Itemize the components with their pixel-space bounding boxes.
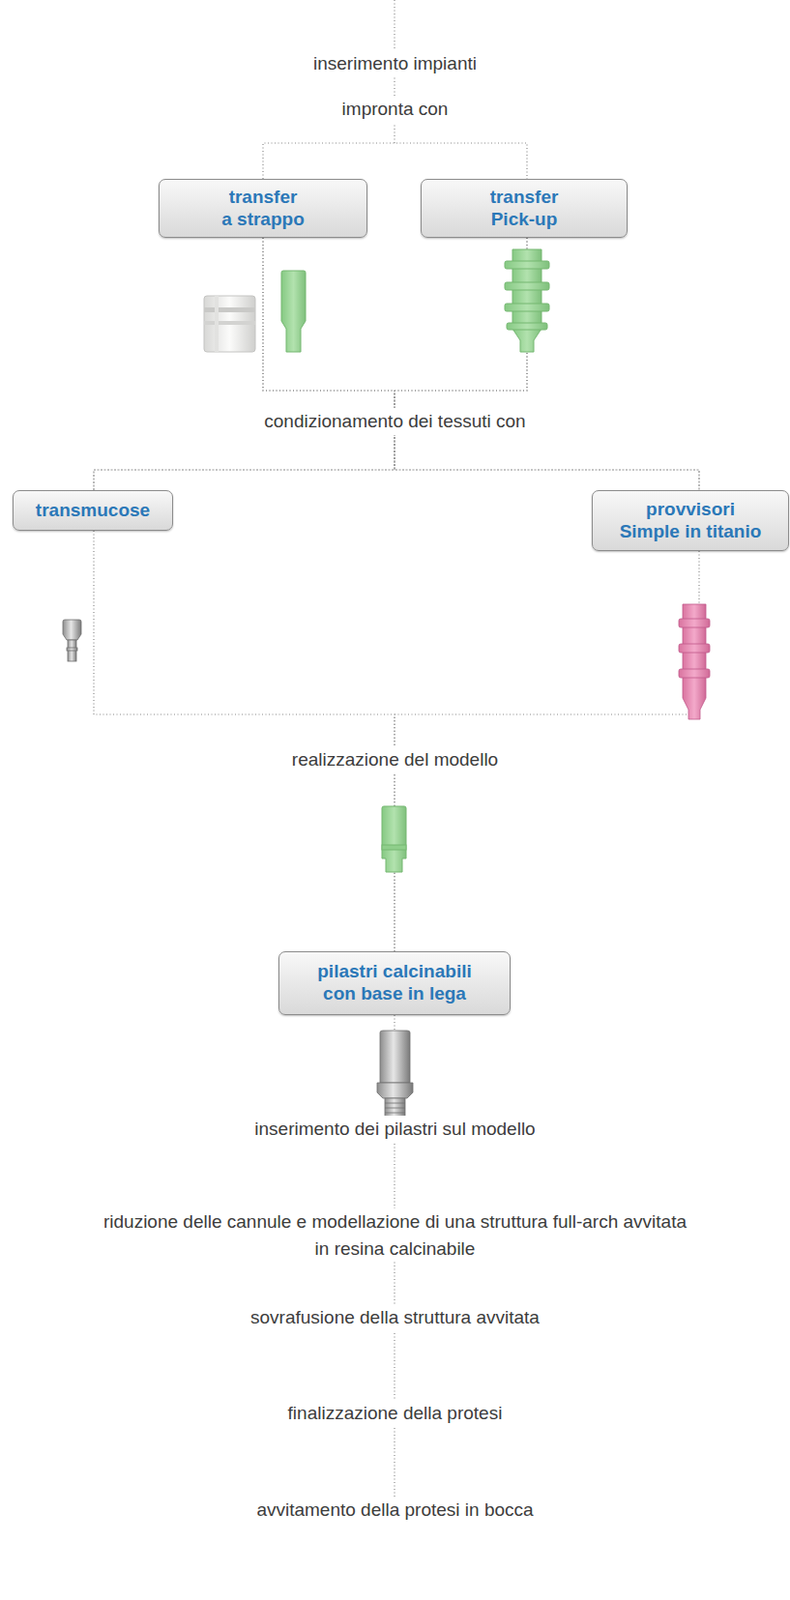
edge-group bbox=[93, 237, 700, 952]
castable-abutment bbox=[377, 1030, 413, 1117]
temporary-abutment bbox=[678, 604, 710, 720]
process-box: pilastri calcinabili con base in lega bbox=[278, 951, 511, 1016]
box-title: transmucose bbox=[35, 499, 150, 523]
flow-connector bbox=[93, 237, 527, 491]
box-title: pilastri calcinabili con base in lega bbox=[297, 961, 492, 1006]
step-label: finalizzazione della protesi bbox=[280, 1400, 511, 1428]
healing-abutment bbox=[62, 619, 82, 662]
box-title: transfer a strappo bbox=[209, 186, 317, 232]
box-title: transfer Pick-up bbox=[470, 186, 578, 232]
flow-connector bbox=[394, 237, 700, 491]
pull-transfer-cap bbox=[204, 295, 256, 352]
step-label: avvitamento della protesi in bocca bbox=[248, 1496, 541, 1524]
step-label: condizionamento dei tessuti con bbox=[256, 408, 533, 436]
split-bracket bbox=[263, 143, 527, 179]
step-label: inserimento dei pilastri sul modello bbox=[246, 1115, 543, 1143]
label-row: condizionamento dei tessuti con bbox=[0, 408, 790, 436]
flow-connector bbox=[93, 237, 395, 491]
label-row: avvitamento della protesi in bocca bbox=[0, 1496, 790, 1524]
step-label: riduzione delle cannule e modellazione d… bbox=[87, 1208, 703, 1262]
step-label: inserimento impianti bbox=[305, 50, 485, 78]
pull-transfer bbox=[281, 270, 306, 352]
label-row: impronta con bbox=[0, 95, 790, 123]
process-box: provvisori Simple in titanio bbox=[591, 490, 790, 552]
label-row: riduzione delle cannule e modellazione d… bbox=[0, 1208, 790, 1262]
step-label: sovrafusione della struttura avvitata bbox=[242, 1304, 548, 1332]
flow-connector bbox=[93, 530, 395, 952]
label-row: sovrafusione della struttura avvitata bbox=[0, 1304, 790, 1332]
pickup-transfer bbox=[504, 249, 550, 352]
implant-analog bbox=[381, 806, 407, 873]
flow-connector bbox=[263, 237, 700, 491]
process-box: transmucose bbox=[12, 490, 174, 531]
process-box: transfer Pick-up bbox=[420, 178, 628, 238]
label-row: realizzazione del modello bbox=[0, 746, 790, 774]
box-title: provvisori Simple in titanio bbox=[603, 498, 778, 544]
process-box: transfer a strappo bbox=[158, 178, 368, 238]
label-row: inserimento impianti bbox=[0, 50, 790, 78]
step-label: impronta con bbox=[334, 95, 457, 123]
label-row: finalizzazione della protesi bbox=[0, 1400, 790, 1428]
label-row: inserimento dei pilastri sul modello bbox=[0, 1115, 790, 1143]
step-label: realizzazione del modello bbox=[284, 746, 506, 774]
